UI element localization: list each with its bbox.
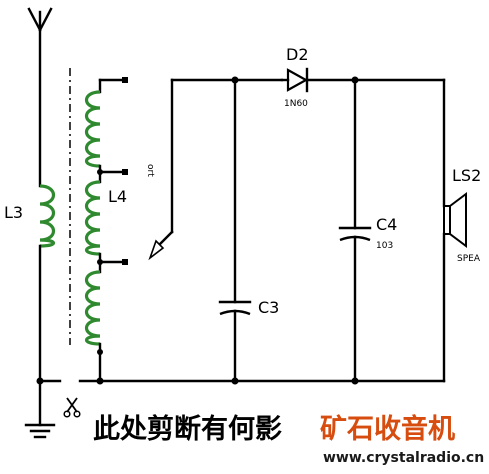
coil-l4	[84, 78, 127, 383]
label-d2-part: 1N60	[284, 99, 308, 109]
tap-terminal-low	[122, 259, 128, 265]
tap-dot-2	[97, 259, 103, 265]
label-ls2-part: SPEA	[457, 254, 481, 264]
label-ls2: LS2	[452, 166, 481, 185]
junction-dot	[351, 377, 359, 385]
label-c4-value: 103	[376, 241, 393, 251]
caption-url: www.crystalradio.cn	[323, 450, 484, 466]
wiper-arrow	[148, 78, 174, 261]
label-c3: C3	[258, 298, 279, 317]
capacitor-c3	[218, 78, 252, 383]
coil-l3	[39, 184, 56, 248]
antenna-icon	[27, 7, 53, 32]
tap-dot-1	[97, 169, 103, 175]
ground-icon	[24, 379, 56, 439]
coil-end-dot	[97, 349, 103, 355]
label-d2: D2	[286, 45, 309, 64]
caption-question: 此处剪断有何影	[93, 413, 282, 445]
junction-dot	[231, 377, 239, 385]
diode-d2	[280, 67, 446, 93]
label-l3: L3	[4, 203, 23, 222]
label-l4: L4	[108, 187, 127, 206]
junction-dot	[96, 377, 104, 385]
tap-terminal-mid	[122, 169, 128, 175]
caption-brand: 矿石收音机	[320, 413, 455, 445]
speaker-ls2	[442, 78, 467, 383]
label-c4: C4	[376, 215, 397, 234]
capacitor-c4	[338, 78, 372, 383]
scissors-icon	[63, 397, 81, 418]
label-wiper: ort	[145, 164, 155, 177]
tap-terminal-top	[122, 77, 128, 83]
